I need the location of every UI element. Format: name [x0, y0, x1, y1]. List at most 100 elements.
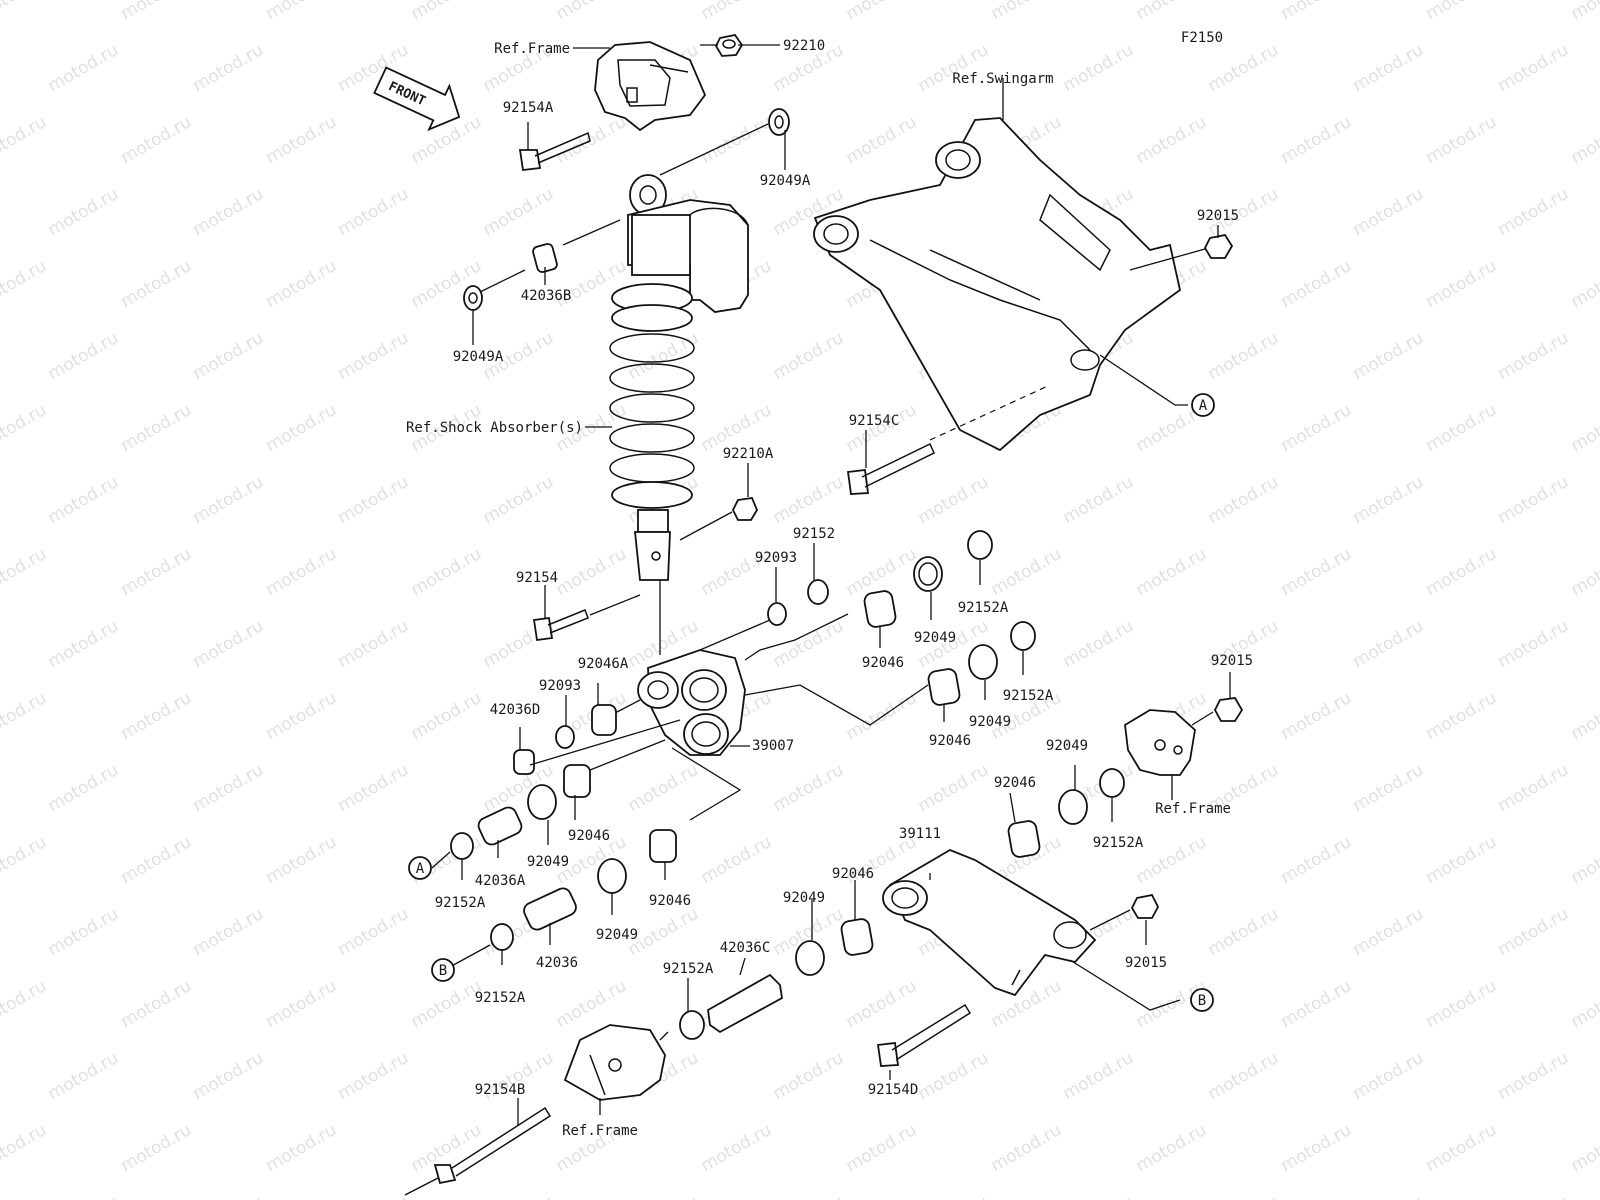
part-92154D: 92154D [868, 1082, 919, 1098]
watermark-text: motod.ru [770, 472, 848, 528]
watermark-text: motod.ru [45, 472, 123, 528]
part-92154A: 92154A [503, 100, 554, 116]
part-92046-c: 92046 [994, 775, 1036, 791]
watermark-text: motod.ru [625, 760, 703, 816]
watermark-text: motod.ru [1423, 1120, 1501, 1176]
swingarm [813, 117, 1182, 452]
washer-92152A-a [967, 530, 993, 560]
part-92154B: 92154B [475, 1082, 526, 1098]
watermark-text: motod.ru [480, 1192, 558, 1200]
watermark-text: motod.ru [1495, 616, 1573, 672]
watermark-text: motod.ru [0, 544, 50, 600]
watermark-text: motod.ru [0, 256, 50, 312]
tie-rod-39111 [882, 849, 1097, 997]
watermark-text: motod.ru [915, 1048, 993, 1104]
part-92049-e: 92049 [783, 890, 825, 906]
part-92152A-b: 92152A [1003, 688, 1054, 704]
watermark-text: motod.ru [263, 544, 341, 600]
watermark-text: motod.ru [335, 760, 413, 816]
watermark-text: motod.ru [335, 1192, 413, 1200]
watermark-text: motod.ru [118, 544, 196, 600]
watermark-text: motod.ru [118, 1120, 196, 1176]
watermark-text: motod.ru [408, 688, 486, 744]
watermark-text: motod.ru [335, 1048, 413, 1104]
watermark-text: motod.ru [1495, 1192, 1573, 1200]
part-92046-f: 92046 [832, 866, 874, 882]
watermark-text: motod.ru [553, 544, 631, 600]
part-92093-top: 92093 [755, 550, 797, 566]
watermark-text: motod.ru [1278, 544, 1356, 600]
axle-92154B [404, 1106, 552, 1196]
watermark-text: motod.ru [1205, 1048, 1283, 1104]
watermark-text: motod.ru [190, 1048, 268, 1104]
part-92015-bot: 92015 [1125, 955, 1167, 971]
ref-swingarm: Ref.Swingarm [952, 71, 1053, 87]
part-92049-c: 92049 [1046, 738, 1088, 754]
part-92152: 92152 [793, 526, 835, 542]
washer-92152A-e [1099, 768, 1125, 798]
part-42036A: 42036A [475, 873, 526, 889]
ref-frame-right: Ref.Frame [1155, 801, 1231, 817]
watermark-text: motod.ru [1568, 400, 1600, 456]
watermark-text: motod.ru [1205, 472, 1283, 528]
watermark-text: motod.ru [408, 976, 486, 1032]
part-92154C: 92154C [849, 413, 900, 429]
watermark-text: motod.ru [1495, 1048, 1573, 1104]
watermark-text: motod.ru [1060, 616, 1138, 672]
collar-42036A [477, 806, 523, 846]
watermark-text: motod.ru [0, 1120, 50, 1176]
watermark-text: motod.ru [263, 400, 341, 456]
diagram-code: F2150 [1181, 30, 1223, 46]
ref-frame-bottom: Ref.Frame [562, 1123, 638, 1139]
seal-92049-f [795, 940, 825, 976]
watermark-text: motod.ru [1278, 0, 1356, 24]
bolt-92154D [876, 1003, 972, 1067]
watermark-text: motod.ru [1060, 472, 1138, 528]
nut-92210 [714, 34, 744, 57]
watermark-text: motod.ru [1568, 688, 1600, 744]
bearing-92046-f [840, 918, 874, 956]
watermark-text: motod.ru [190, 760, 268, 816]
watermark-text: motod.ru [335, 904, 413, 960]
bearing-92046-d [649, 829, 677, 863]
callout-A-left-label: A [416, 861, 425, 877]
watermark-text: motod.ru [45, 904, 123, 960]
watermark-text: motod.ru [0, 688, 50, 744]
watermark-text: motod.ru [770, 1192, 848, 1200]
watermark-text: motod.ru [1568, 112, 1600, 168]
seal-92049-a [913, 556, 943, 592]
watermark-text: motod.ru [1495, 184, 1573, 240]
watermark-text: motod.ru [843, 976, 921, 1032]
watermark-text: motod.ru [1423, 400, 1501, 456]
part-39111: 39111 [899, 826, 941, 842]
watermark-text: motod.ru [0, 0, 50, 24]
watermark-text: motod.ru [335, 328, 413, 384]
seal-92049-e [1058, 789, 1088, 825]
nut-92015-top [1203, 233, 1234, 259]
watermark-text: motod.ru [335, 472, 413, 528]
watermark-text: motod.ru [45, 760, 123, 816]
watermark-text: motod.ru [190, 472, 268, 528]
callout-B-left-label: B [439, 963, 447, 979]
watermark-text: motod.ru [1568, 0, 1600, 24]
bolt-92154C [846, 442, 935, 495]
watermark-text: motod.ru [1350, 328, 1428, 384]
watermark-text: motod.ru [335, 616, 413, 672]
linkage-39007 [637, 649, 746, 756]
part-92154: 92154 [516, 570, 558, 586]
part-92046A: 92046A [578, 656, 629, 672]
frame-bracket-top [594, 41, 707, 132]
seal-92049-b [968, 644, 998, 680]
part-42036C: 42036C [720, 940, 771, 956]
watermark-text: motod.ru [553, 976, 631, 1032]
watermark-text: motod.ru [190, 1192, 268, 1200]
watermark-text: motod.ru [1278, 256, 1356, 312]
watermark-text: motod.ru [118, 112, 196, 168]
bearing-92046-c [563, 764, 591, 798]
watermark-text: motod.ru [45, 40, 123, 96]
watermark-text: motod.ru [1350, 184, 1428, 240]
watermark-text: motod.ru [1350, 472, 1428, 528]
part-92046-b: 92046 [929, 733, 971, 749]
bearing-92046-e [1007, 820, 1041, 858]
watermark-text: motod.ru [1495, 328, 1573, 384]
